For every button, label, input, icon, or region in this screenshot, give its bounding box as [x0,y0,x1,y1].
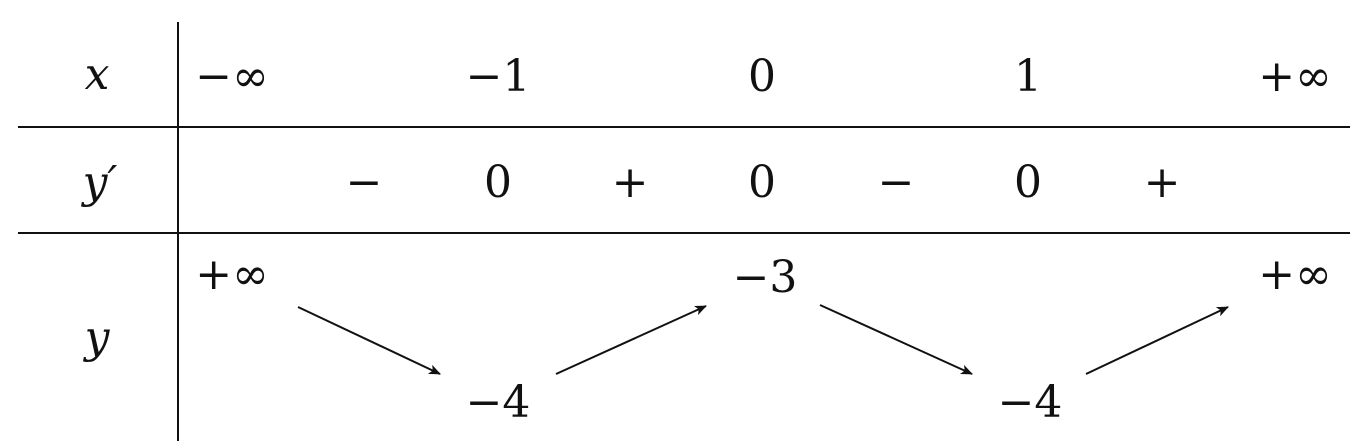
row-divider-bottom [18,232,1350,234]
row-label-y: y [84,312,110,363]
y-value-min1: −4 [465,377,531,428]
sign-value: + [1143,157,1181,208]
arrow-down [297,306,441,375]
vertical-divider [177,22,179,441]
arrow-up [555,305,707,375]
x-value: −∞ [195,51,269,102]
row-divider-top [18,126,1350,128]
row-label-yprime: y′ [82,157,118,208]
arrow-up [1085,306,1229,375]
sign-value: − [877,157,915,208]
sign-value: − [345,157,383,208]
arrow-down [819,304,973,375]
sign-value: 0 [484,157,512,208]
y-value-start: +∞ [195,249,269,300]
x-value: 1 [1014,51,1042,102]
sign-value: + [611,157,649,208]
x-value: −1 [465,51,531,102]
y-value-max: −3 [732,252,798,303]
sign-value: 0 [748,157,776,208]
x-value: 0 [748,51,776,102]
y-value-end: +∞ [1258,249,1332,300]
row-label-x: x [84,49,110,100]
sign-value: 0 [1014,157,1042,208]
y-value-min2: −4 [997,377,1063,428]
x-value: +∞ [1258,51,1332,102]
